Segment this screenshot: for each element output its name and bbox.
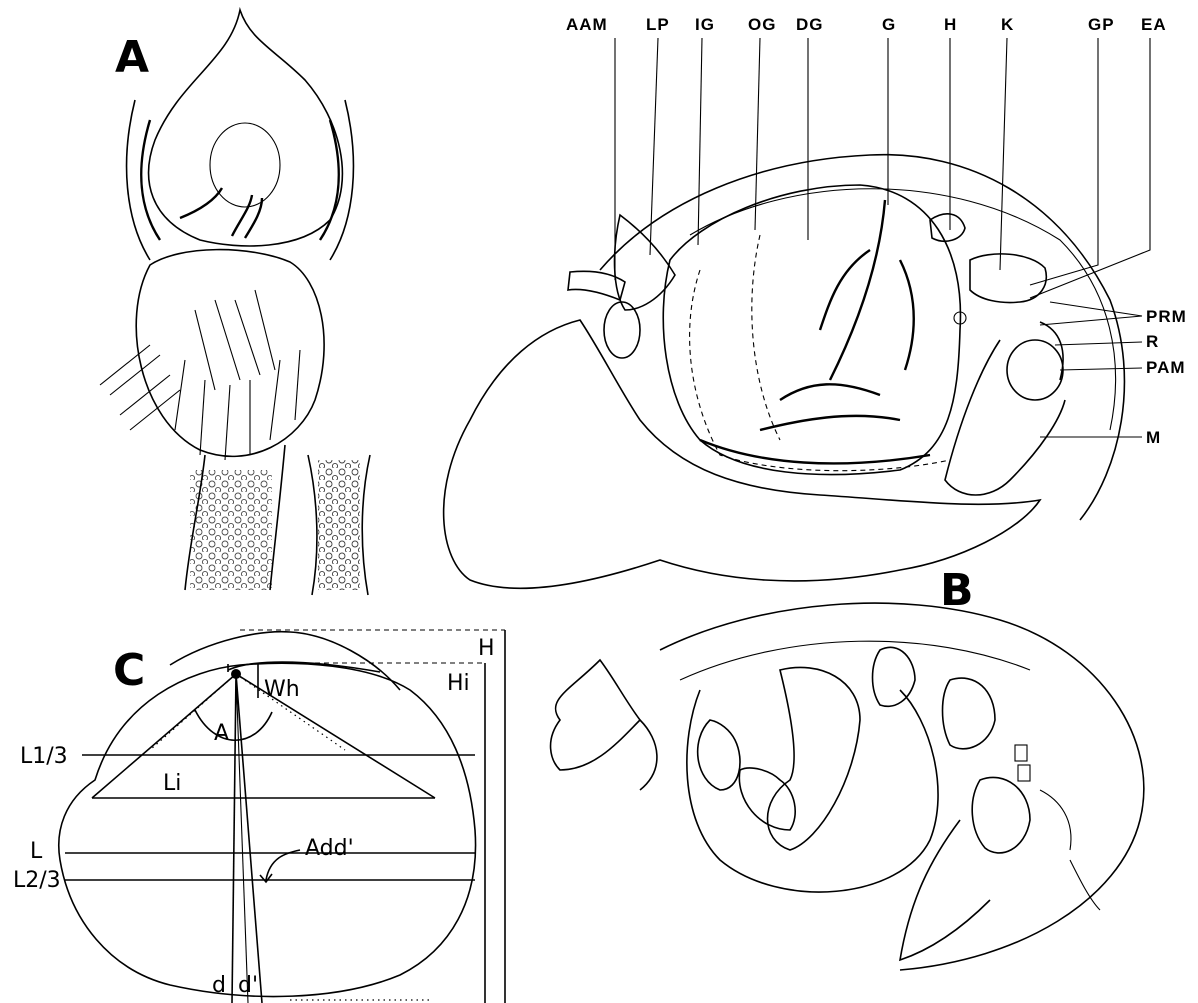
label-k: K: [1001, 15, 1014, 34]
label-g: G: [882, 15, 896, 34]
label-add: Add': [305, 836, 354, 861]
label-og: OG: [748, 15, 776, 34]
label-prm: PRM: [1146, 307, 1187, 326]
label-dg: DG: [796, 15, 824, 34]
top-labels: AAM LP IG OG DG G H K GP EA: [566, 15, 1167, 34]
label-lp: LP: [646, 15, 670, 34]
label-l13: L1/3: [20, 744, 68, 769]
panel-a: A: [100, 10, 370, 595]
panel-c-letter: C: [113, 645, 145, 696]
label-ig: IG: [695, 15, 715, 34]
label-l23: L2/3: [13, 868, 61, 893]
organism-lower-drawing: [551, 603, 1144, 970]
label-wh: Wh: [264, 677, 300, 702]
organism-upper-drawing: [444, 155, 1125, 589]
label-a: A: [214, 721, 229, 746]
side-labels: PRM R PAM M: [1146, 307, 1187, 447]
label-pam: PAM: [1146, 358, 1186, 377]
label-hi: Hi: [447, 671, 470, 696]
label-dprime: d': [238, 973, 258, 998]
label-r: R: [1146, 332, 1159, 351]
top-leader-lines: [615, 38, 1150, 298]
organ-drawing-a: [100, 10, 370, 595]
panel-a-letter: A: [115, 32, 149, 83]
label-gp: GP: [1088, 15, 1115, 34]
side-leader-lines: [1040, 302, 1142, 437]
measurement-lines: [65, 664, 475, 1003]
panel-b: B AAM LP IG OG DG G H K GP EA: [444, 15, 1187, 970]
label-aam: AAM: [566, 15, 608, 34]
panel-c-labels: H Hi Wh A L1/3 Li L L2/3 Add' d d': [13, 636, 495, 998]
gonad-branches: [700, 200, 930, 463]
label-l: L: [30, 839, 43, 864]
label-ea: EA: [1141, 15, 1167, 34]
label-m: M: [1146, 428, 1161, 447]
panel-c: C: [13, 630, 505, 1003]
label-h: H: [478, 636, 495, 661]
label-li: Li: [163, 771, 181, 796]
label-d: d: [212, 973, 226, 998]
label-h: H: [944, 15, 957, 34]
